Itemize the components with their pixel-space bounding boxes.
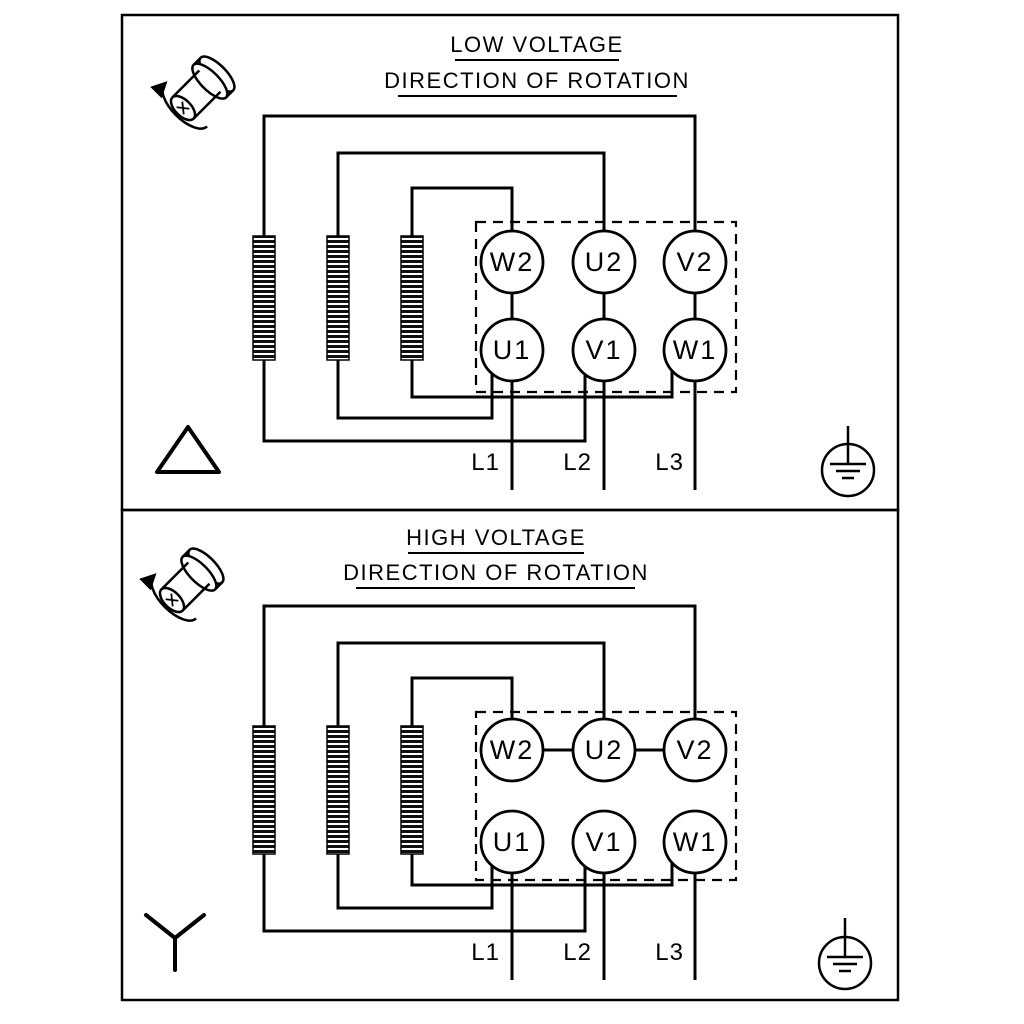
terminal-w1: W1 — [662, 809, 728, 875]
terminal-label: W2 — [490, 735, 535, 765]
terminal-w2: W2 — [479, 229, 545, 295]
wire-winding3-to-w2 — [410, 186, 514, 236]
terminal-circle — [479, 317, 545, 383]
supply-label-l3: L3 — [655, 449, 684, 476]
terminal-circle — [479, 809, 545, 875]
supply-label-l1: L1 — [471, 939, 500, 966]
terminal-label: V2 — [676, 247, 713, 277]
terminal-v1: V1 — [571, 809, 637, 875]
terminal-circle — [662, 317, 728, 383]
terminal-u2: U2 — [571, 229, 637, 295]
wire-winding1-to-v1 — [262, 854, 587, 933]
panel-border — [120, 508, 900, 1002]
panel-title: LOW VOLTAGE — [450, 32, 623, 57]
wire-winding3-to-w2 — [410, 676, 514, 726]
terminal-circle — [571, 809, 637, 875]
panel-subtitle: DIRECTION OF ROTATION — [343, 560, 649, 585]
terminal-w2: W2 — [479, 717, 545, 783]
terminal-label: U1 — [493, 827, 532, 857]
ground-icon — [817, 918, 873, 991]
wire-winding2-to-u1 — [336, 360, 494, 420]
terminal-label: W2 — [490, 247, 535, 277]
terminal-label: U2 — [585, 735, 624, 765]
terminal-v2: V2 — [662, 717, 728, 783]
supply-label-l3: L3 — [655, 939, 684, 966]
terminal-box — [474, 710, 738, 882]
wire-winding1-to-v1 — [262, 360, 587, 443]
terminal-label: U2 — [585, 247, 624, 277]
panel-low-voltage: LOW VOLTAGE DIRECTION OF ROTATION W2 — [120, 13, 900, 512]
terminal-label: W1 — [673, 827, 718, 857]
terminal-label: W1 — [673, 335, 718, 365]
star-connection-icon — [144, 913, 206, 972]
terminal-label: U1 — [493, 335, 532, 365]
winding-coil-2 — [326, 235, 350, 361]
rotation-direction-icon — [155, 46, 245, 136]
terminal-circle — [662, 229, 728, 295]
terminal-label: V2 — [676, 735, 713, 765]
terminal-circle — [479, 229, 545, 295]
terminal-circle — [662, 717, 728, 783]
terminal-circle — [571, 317, 637, 383]
wire-winding2-to-u2 — [336, 151, 606, 236]
winding-coil-1 — [252, 235, 276, 361]
terminal-v1: V1 — [571, 317, 637, 383]
winding-coil-2 — [326, 725, 350, 855]
supply-label-l2: L2 — [563, 939, 592, 966]
terminal-u1: U1 — [479, 809, 545, 875]
wire-winding3-to-w1 — [410, 854, 674, 887]
terminal-w1: W1 — [662, 317, 728, 383]
wire-winding1-to-v2 — [262, 114, 697, 236]
wire-winding2-to-u2 — [336, 641, 606, 726]
panel-title: HIGH VOLTAGE — [406, 525, 586, 550]
wire-winding1-to-v2 — [262, 604, 697, 726]
panel-subtitle: DIRECTION OF ROTATION — [384, 68, 690, 93]
wire-winding2-to-u1 — [336, 854, 494, 910]
terminal-box — [474, 220, 738, 394]
winding-coil-3 — [400, 725, 424, 855]
terminal-v2: V2 — [662, 229, 728, 295]
terminal-u1: U1 — [479, 317, 545, 383]
supply-label-l2: L2 — [563, 449, 592, 476]
terminal-label: V1 — [585, 827, 622, 857]
wire-winding3-to-w1 — [410, 360, 674, 399]
terminal-circle — [571, 717, 637, 783]
terminal-u2: U2 — [571, 717, 637, 783]
delta-connection-icon — [155, 425, 221, 474]
panel-high-voltage: HIGH VOLTAGE DIRECTION OF ROTATION W2 — [120, 508, 900, 1002]
terminal-circle — [571, 229, 637, 295]
terminal-label: V1 — [585, 335, 622, 365]
rotation-direction-icon — [144, 538, 234, 628]
winding-coil-1 — [252, 725, 276, 855]
terminal-circle — [662, 809, 728, 875]
terminal-circle — [479, 717, 545, 783]
winding-coil-3 — [400, 235, 424, 361]
ground-icon — [820, 426, 876, 498]
supply-label-l1: L1 — [471, 449, 500, 476]
